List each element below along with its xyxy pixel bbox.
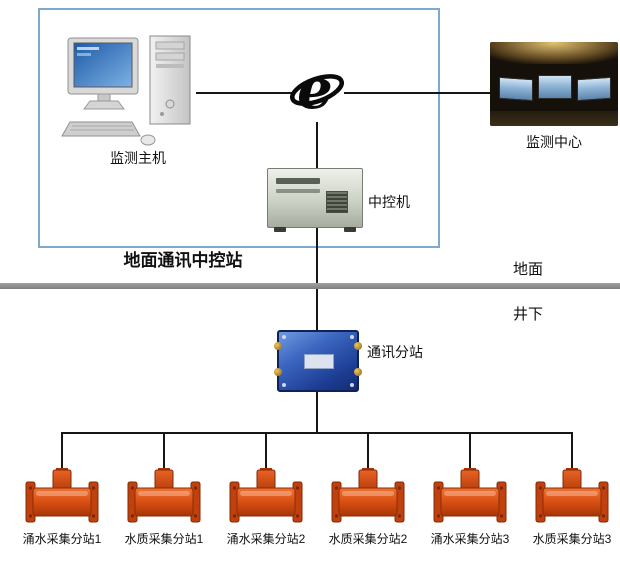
computer-tower	[149, 35, 191, 125]
device-label-1: 涌水采集分站1	[22, 532, 102, 546]
drop-line-2	[163, 433, 165, 469]
substation-cable-gland	[354, 342, 362, 350]
substation-bolt	[282, 335, 286, 339]
device-sensor-6	[532, 468, 612, 526]
computer-keyboard	[61, 121, 141, 137]
device-label-4: 水质采集分站2	[328, 532, 408, 546]
substation-cable-gland	[274, 368, 282, 376]
device-sensor-2	[124, 468, 204, 526]
substation-nameplate	[304, 354, 334, 369]
svg-text:e: e	[297, 58, 333, 122]
drop-line-1	[61, 433, 63, 469]
device-sensor-5	[430, 468, 510, 526]
substation-bolt	[350, 335, 354, 339]
drop-line-3	[265, 433, 267, 469]
underground-label: 井下	[513, 306, 544, 323]
link-internet-server	[316, 122, 318, 168]
server-grille	[326, 191, 348, 213]
central-control-machine-label: 中控机	[368, 194, 410, 210]
ground-station-boundary	[38, 8, 440, 248]
communication-substation	[274, 330, 362, 392]
substation-cable-gland	[274, 342, 282, 350]
link-substation-bus	[316, 392, 318, 434]
monitoring-center-label: 监测中心	[526, 134, 582, 150]
drop-line-5	[469, 433, 471, 469]
device-bus-line	[61, 432, 573, 434]
surface-label: 地面	[513, 261, 544, 278]
ground-station-label: 地面通讯中控站	[123, 251, 243, 270]
link-host-internet	[196, 92, 292, 94]
device-label-2: 水质采集分站1	[124, 532, 204, 546]
ceiling-light-glow	[490, 42, 618, 64]
device-label-6: 水质采集分站3	[532, 532, 612, 546]
monitoring-host-label: 监测主机	[110, 150, 166, 166]
substation-cable-gland	[354, 368, 362, 376]
computer-monitor	[67, 37, 139, 110]
surface-underground-divider	[0, 283, 620, 289]
server-vent-slot-2	[276, 189, 320, 193]
control-room-screen-right	[577, 76, 611, 102]
substation-bolt	[350, 383, 354, 387]
drop-line-4	[367, 433, 369, 469]
device-sensor-1	[22, 468, 102, 526]
internet-e-icon: e	[290, 58, 344, 122]
server-vent-slot	[276, 178, 320, 184]
device-sensor-4	[328, 468, 408, 526]
device-label-3: 涌水采集分站2	[226, 532, 306, 546]
server-foot-right	[344, 227, 356, 232]
substation-bolt	[282, 383, 286, 387]
control-room-screen-center	[538, 75, 572, 99]
monitoring-center-photo	[490, 42, 618, 126]
control-room-desk	[490, 111, 618, 126]
link-internet-center	[344, 92, 490, 94]
central-control-machine	[267, 168, 363, 232]
device-label-5: 涌水采集分站3	[430, 532, 510, 546]
control-room-screen-left	[499, 76, 533, 102]
monitoring-host-illustration	[61, 35, 191, 146]
device-sensor-3	[226, 468, 306, 526]
communication-substation-label: 通讯分站	[367, 344, 423, 360]
server-foot-left	[274, 227, 286, 232]
link-server-substation	[316, 228, 318, 332]
computer-mouse	[140, 134, 156, 146]
drop-line-6	[571, 433, 573, 469]
